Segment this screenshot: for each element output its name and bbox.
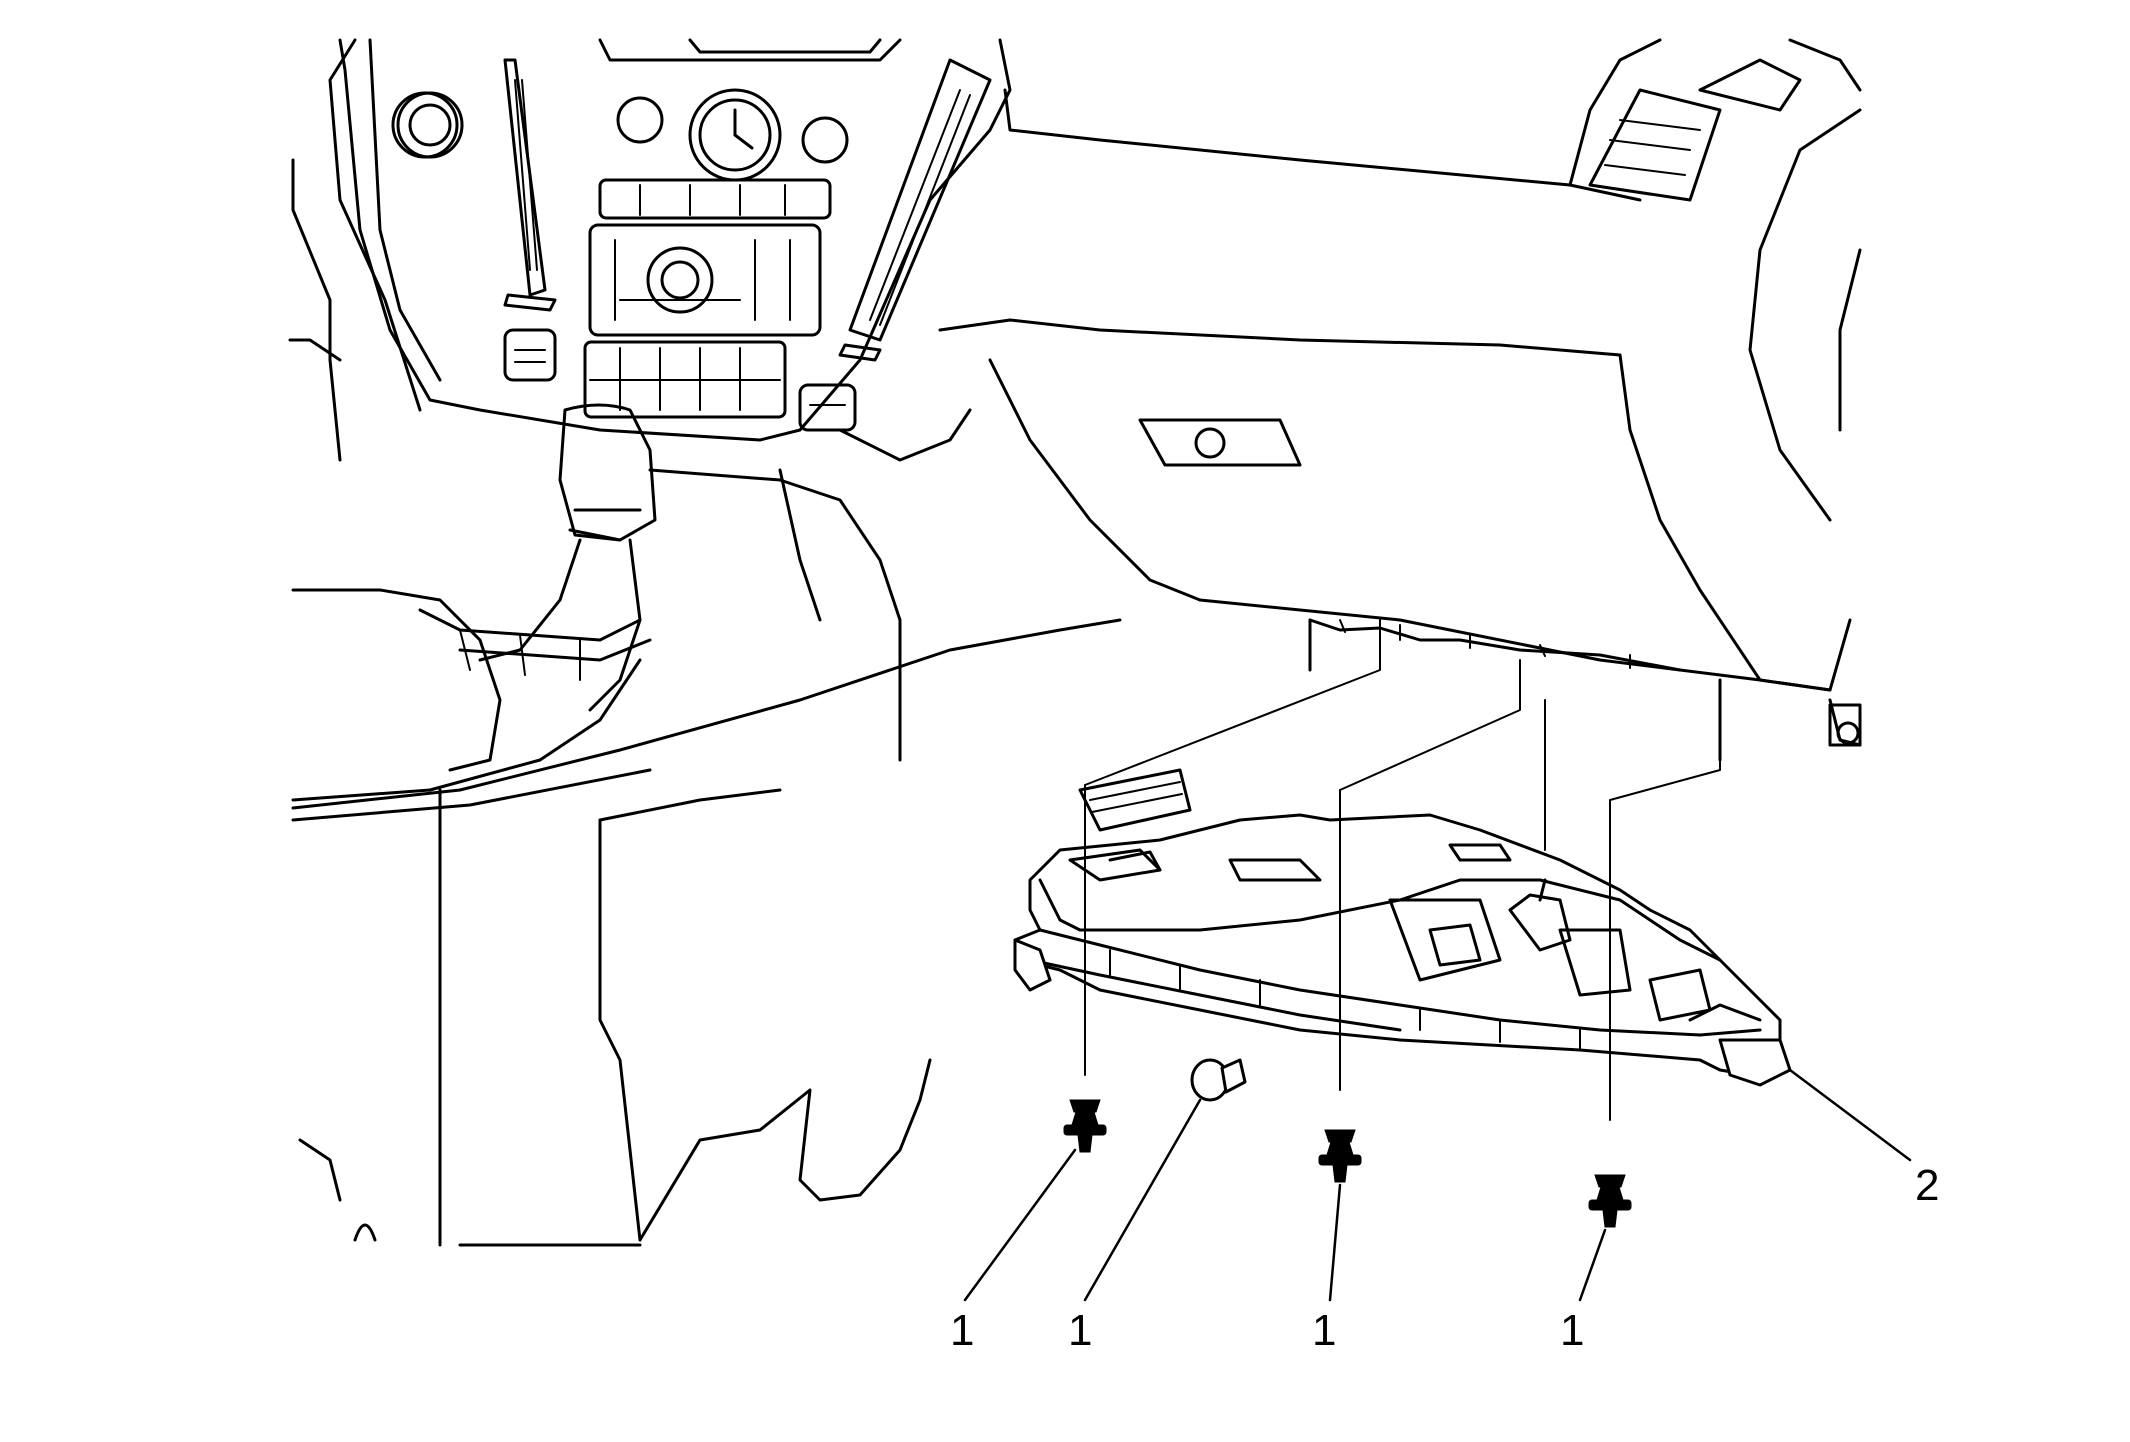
callout-panel: 2 xyxy=(1915,1161,1939,1210)
push-pin-fastener-d xyxy=(1588,1174,1632,1228)
passenger-dash xyxy=(938,38,1862,762)
locator-lines xyxy=(1084,619,1721,1121)
callout-fastener-b: 1 xyxy=(1068,1306,1092,1355)
callout-fastener-c: 1 xyxy=(1312,1306,1336,1355)
removed-panel xyxy=(1013,813,1792,1087)
push-pin-fastener-a xyxy=(1063,1099,1107,1153)
lower-panel xyxy=(291,618,1192,1247)
leader-lines xyxy=(963,1068,1912,1302)
callout-fastener-d: 1 xyxy=(1560,1306,1584,1355)
callout-fastener-a: 1 xyxy=(950,1306,974,1355)
center-stack xyxy=(338,38,1012,442)
push-pin-fastener-c xyxy=(1318,1129,1362,1183)
console xyxy=(418,403,972,762)
left-dash xyxy=(288,38,642,802)
round-clip-fastener xyxy=(1190,1058,1247,1102)
